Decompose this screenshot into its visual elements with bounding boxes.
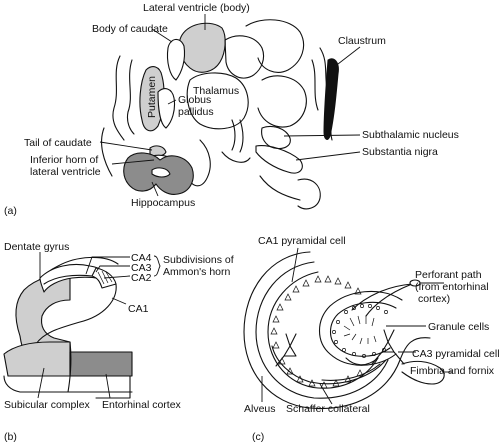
panel-a: Lateral ventricle (body) Body of caudate… xyxy=(4,2,459,217)
alveus-outline xyxy=(255,261,389,399)
leader-subicular-complex xyxy=(37,367,45,399)
perforant-path xyxy=(351,283,413,311)
dendrite-markings xyxy=(343,315,377,345)
leader-claustrum xyxy=(337,46,361,65)
perforant-path-2 xyxy=(365,283,413,317)
label-perforant-path-3: cortex) xyxy=(418,293,450,305)
hippocampus-inner-fold xyxy=(151,167,171,178)
putamen-shape xyxy=(139,66,165,132)
label-ca3-pyramidal-cell: CA3 pyramidal cell xyxy=(412,348,500,360)
label-thalamus: Thalamus xyxy=(193,85,239,97)
fimbria-and-fornix xyxy=(401,360,445,385)
label-dentate-gyrus: Dentate gyrus xyxy=(4,241,69,253)
mossy-fibers xyxy=(345,357,379,366)
label-ca3: CA3 xyxy=(131,262,152,274)
panel-c: CA1 pyramidal cell Perforant path (from … xyxy=(243,235,500,443)
panel-b: Dentate gyrus CA4 CA3 CA2 Subdivisions o… xyxy=(3,241,234,443)
label-tail-of-caudate: Tail of caudate xyxy=(24,137,92,149)
ca3-pyramidal-cell xyxy=(371,329,405,365)
ca1-to-subiculum-curve xyxy=(35,283,117,345)
cortex-lower-boundary xyxy=(67,341,72,393)
label-subdivisions-1: Subdivisions of xyxy=(163,254,234,266)
label-ca4: CA4 xyxy=(131,252,152,264)
leader-substantia-nigra xyxy=(295,151,361,161)
label-granule-cells: Granule cells xyxy=(428,321,489,333)
label-perforant-path-2: (from entorhinal xyxy=(415,281,489,293)
label-hippocampus: Hippocampus xyxy=(131,197,195,209)
right-thalamus-shape xyxy=(257,75,307,128)
leader-ca1 xyxy=(111,297,127,305)
label-substantia-nigra: Substantia nigra xyxy=(362,146,438,158)
body-of-caudate-shape xyxy=(166,38,186,81)
label-lateral-ventricle-body: Lateral ventricle (body) xyxy=(143,2,250,14)
leader-body-of-caudate xyxy=(151,28,173,43)
label-subthalamic-nucleus: Subthalamic nucleus xyxy=(362,129,459,141)
granule-layer-outline xyxy=(329,301,397,357)
leader-ca1-pyramidal xyxy=(291,247,299,283)
thalamus-shape xyxy=(186,72,249,130)
brainstem-mid-outline xyxy=(221,151,251,163)
label-globus-1: Globus xyxy=(178,94,211,106)
central-structure-outline xyxy=(245,19,305,73)
label-subdivisions-2: Ammon's horn xyxy=(163,266,231,278)
label-inferior-horn-1: Inferior horn of xyxy=(30,154,98,166)
entorhinal-cortex-shape xyxy=(69,351,133,377)
claustrum-shape[interactable] xyxy=(323,58,339,140)
globus-pallidus-shape xyxy=(157,88,176,129)
label-claustrum: Claustrum xyxy=(338,35,386,47)
brainstem-right-outline xyxy=(297,178,321,210)
pyramidal-layer-outline xyxy=(267,271,379,389)
subthalamic-nucleus-shape xyxy=(261,125,291,150)
label-ca2: CA2 xyxy=(131,272,152,284)
lateral-ventricle-body-shape xyxy=(178,22,226,73)
right-cortex-outline-2 xyxy=(311,59,319,111)
label-body-of-caudate: Body of caudate xyxy=(92,23,168,35)
label-globus-2: pallidus xyxy=(178,106,214,118)
right-ventricle-outline xyxy=(224,35,265,79)
leader-ca2 xyxy=(103,275,131,279)
leader-inferior-horn xyxy=(111,159,155,165)
panel-label-b: (b) xyxy=(4,431,17,443)
cortex-lower-outline xyxy=(3,375,133,393)
panel-label-c: (c) xyxy=(252,431,264,443)
leader-subthalamic xyxy=(283,134,361,137)
ca1-pyramidal-cells xyxy=(270,275,364,389)
subdivisions-bracket xyxy=(153,255,161,277)
label-entorhinal-cortex: Entorhinal cortex xyxy=(102,399,182,411)
ca1-pyramidal-cell-highlight xyxy=(275,333,297,367)
ca-hatch-lines xyxy=(97,270,113,285)
label-ca1: CA1 xyxy=(128,303,149,315)
lower-cortex-outline xyxy=(259,175,301,201)
ammons-horn-outer-outline xyxy=(243,251,431,410)
left-cortex-outline-2 xyxy=(126,59,135,135)
label-fimbria-and-fornix: Fimbria and fornix xyxy=(410,365,495,377)
label-inferior-horn-2: lateral ventricle xyxy=(30,166,101,178)
schaffer-collateral-2 xyxy=(321,363,381,381)
midline-structure xyxy=(231,119,244,153)
lower-left-cortex-outline xyxy=(101,127,113,177)
label-subicular-complex: Subicular complex xyxy=(4,399,91,411)
leader-entorhinal-cortex xyxy=(105,373,111,399)
left-cortex-outline-1 xyxy=(112,55,125,141)
leader-tail-of-caudate xyxy=(99,141,153,151)
label-putamen: Putamen xyxy=(146,76,158,118)
label-ca1-pyramidal-cell: CA1 pyramidal cell xyxy=(258,235,346,247)
panel-label-a: (a) xyxy=(4,205,17,217)
leader-ca4 xyxy=(85,256,130,275)
subicular-complex-shape xyxy=(3,341,71,377)
label-alveus: Alveus xyxy=(244,403,276,415)
leader-globus-pallidus xyxy=(167,99,177,105)
label-perforant-path-1: Perforant path xyxy=(415,269,482,281)
leader-ca3 xyxy=(95,265,130,273)
substantia-nigra-shape xyxy=(255,145,303,174)
dentate-gyrus-inner xyxy=(43,274,93,285)
leader-hippocampus xyxy=(151,181,159,197)
label-schaffer-collateral: Schaffer collateral xyxy=(286,403,370,415)
leader-schaffer xyxy=(319,383,333,405)
